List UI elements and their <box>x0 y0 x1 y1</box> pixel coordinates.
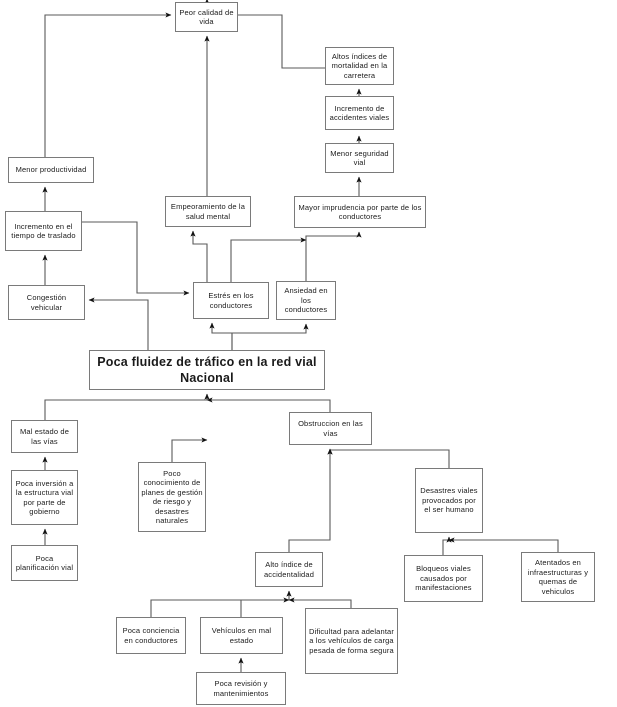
node-label: Poca inversión a la estructura vial por … <box>15 478 74 517</box>
edge-connector <box>190 230 208 282</box>
edge-connector <box>442 536 452 555</box>
node-mayor-imprudencia-de-los-conductores[interactable]: Mayor imprudencia por parte de los condu… <box>294 196 426 228</box>
node-label: Menor seguridad vial <box>330 148 389 168</box>
node-label: Ansiedad en los conductores <box>284 286 328 315</box>
node-empeoramiento-de-la-salud-mental[interactable]: Empeoramiento de la salud mental <box>165 196 251 227</box>
node-poca-conciencia-en-conductores[interactable]: Poca conciencia en conductores <box>116 617 186 654</box>
node-label: Empeoramiento de la salud mental <box>170 202 246 221</box>
node-label: Vehículos en mal estado <box>211 626 272 645</box>
node-poca-planificacion-vial[interactable]: Poca planificación vial <box>11 545 78 581</box>
edge-connector <box>327 448 450 468</box>
node-label: Mal estado de las vías <box>19 427 70 446</box>
node-poca-revision-y-mantenimientos[interactable]: Poca revisión y mantenimientos <box>196 672 286 705</box>
node-label: Atentados en infraestructuras y quemas d… <box>527 558 589 596</box>
edge-connector <box>209 322 233 350</box>
edge-connector <box>288 597 352 608</box>
edge-connector <box>44 12 172 157</box>
node-incremento-en-el-tiempo-de-traslado[interactable]: Incremento en el tiempo de traslado <box>5 211 82 251</box>
edge-connector <box>82 221 190 296</box>
node-label: Poca planificación vial <box>15 553 74 573</box>
edge-connector <box>240 597 290 617</box>
node-poco-conocimiento-planes-gestion[interactable]: Poco conocimiento de planes de gestión d… <box>138 462 206 532</box>
node-label: Poca revisión y mantenimientos <box>213 679 269 698</box>
node-menor-seguridad-vial[interactable]: Menor seguridad vial <box>325 143 394 173</box>
node-obstruccion-en-las-vias[interactable]: Obstruccion en las vías <box>289 412 372 445</box>
node-poca-fluidez-de-trafico[interactable]: Poca fluidez de tráfico en la red vial N… <box>89 350 325 390</box>
node-label: Altos índices de mortalidad en la carret… <box>331 51 388 80</box>
node-label: Incremento de accidentes viales <box>329 103 390 123</box>
node-label: Peor calidad de vida <box>179 7 234 27</box>
edge-connector <box>448 537 559 552</box>
node-label: Estrés en los conductores <box>208 291 254 310</box>
node-peor-calidad-de-vida[interactable]: Peor calidad de vida <box>175 2 238 32</box>
node-dificultad-para-adelantar[interactable]: Dificultad para adelantar a los vehículo… <box>305 608 398 674</box>
node-poca-inversion-estructura-vial[interactable]: Poca inversión a la estructura vial por … <box>11 470 78 525</box>
node-label: Menor productividad <box>15 165 87 175</box>
node-mal-estado-de-las-vias[interactable]: Mal estado de las vías <box>11 420 78 453</box>
node-vehiculos-en-mal-estado[interactable]: Vehículos en mal estado <box>200 617 283 654</box>
node-altos-indices-de-mortalidad[interactable]: Altos índices de mortalidad en la carret… <box>325 47 394 85</box>
edge-connector <box>231 323 309 350</box>
node-incremento-de-accidentes-viales[interactable]: Incremento de accidentes viales <box>325 96 394 130</box>
edge-connector <box>288 448 333 552</box>
node-atentados-en-infraestructuras[interactable]: Atentados en infraestructuras y quemas d… <box>521 552 595 602</box>
node-bloqueos-viales-por-manifestaciones[interactable]: Bloqueos viales causados por manifestaci… <box>404 555 483 602</box>
node-label: Poca conciencia en conductores <box>122 626 180 645</box>
node-ansiedad-en-los-conductores[interactable]: Ansiedad en los conductores <box>276 281 336 320</box>
node-congestion-vehicular[interactable]: Congestión vehicular <box>8 285 85 320</box>
edge-connector <box>150 590 292 617</box>
node-label: Desastres viales provocados por el ser h… <box>420 486 478 515</box>
edge-connector <box>171 437 208 462</box>
node-label: Congestión vehicular <box>26 293 67 312</box>
edge-connector <box>206 397 331 412</box>
node-label: Dificultad para adelantar a los vehículo… <box>308 626 395 655</box>
edge-connector <box>305 231 362 281</box>
node-label: Alto índice de accidentalidad <box>263 560 315 579</box>
node-label: Bloqueos viales causados por manifestaci… <box>415 564 472 593</box>
node-label: Incremento en el tiempo de traslado <box>11 221 76 241</box>
edge-connector <box>230 237 307 282</box>
node-label: Mayor imprudencia por parte de los condu… <box>298 202 422 222</box>
node-estres-en-los-conductores[interactable]: Estrés en los conductores <box>193 282 269 319</box>
edge-connector <box>88 297 149 350</box>
node-label: Poca fluidez de tráfico en la red vial N… <box>97 355 317 385</box>
node-label: Poco conocimiento de planes de gestión d… <box>141 468 203 526</box>
node-desastres-viales-por-el-ser-humano[interactable]: Desastres viales provocados por el ser h… <box>415 468 483 533</box>
edge-connector <box>44 393 210 420</box>
node-alto-indice-de-accidentalidad[interactable]: Alto índice de accidentalidad <box>255 552 323 587</box>
node-label: Obstruccion en las vías <box>298 419 363 438</box>
node-menor-productividad[interactable]: Menor productividad <box>8 157 94 183</box>
